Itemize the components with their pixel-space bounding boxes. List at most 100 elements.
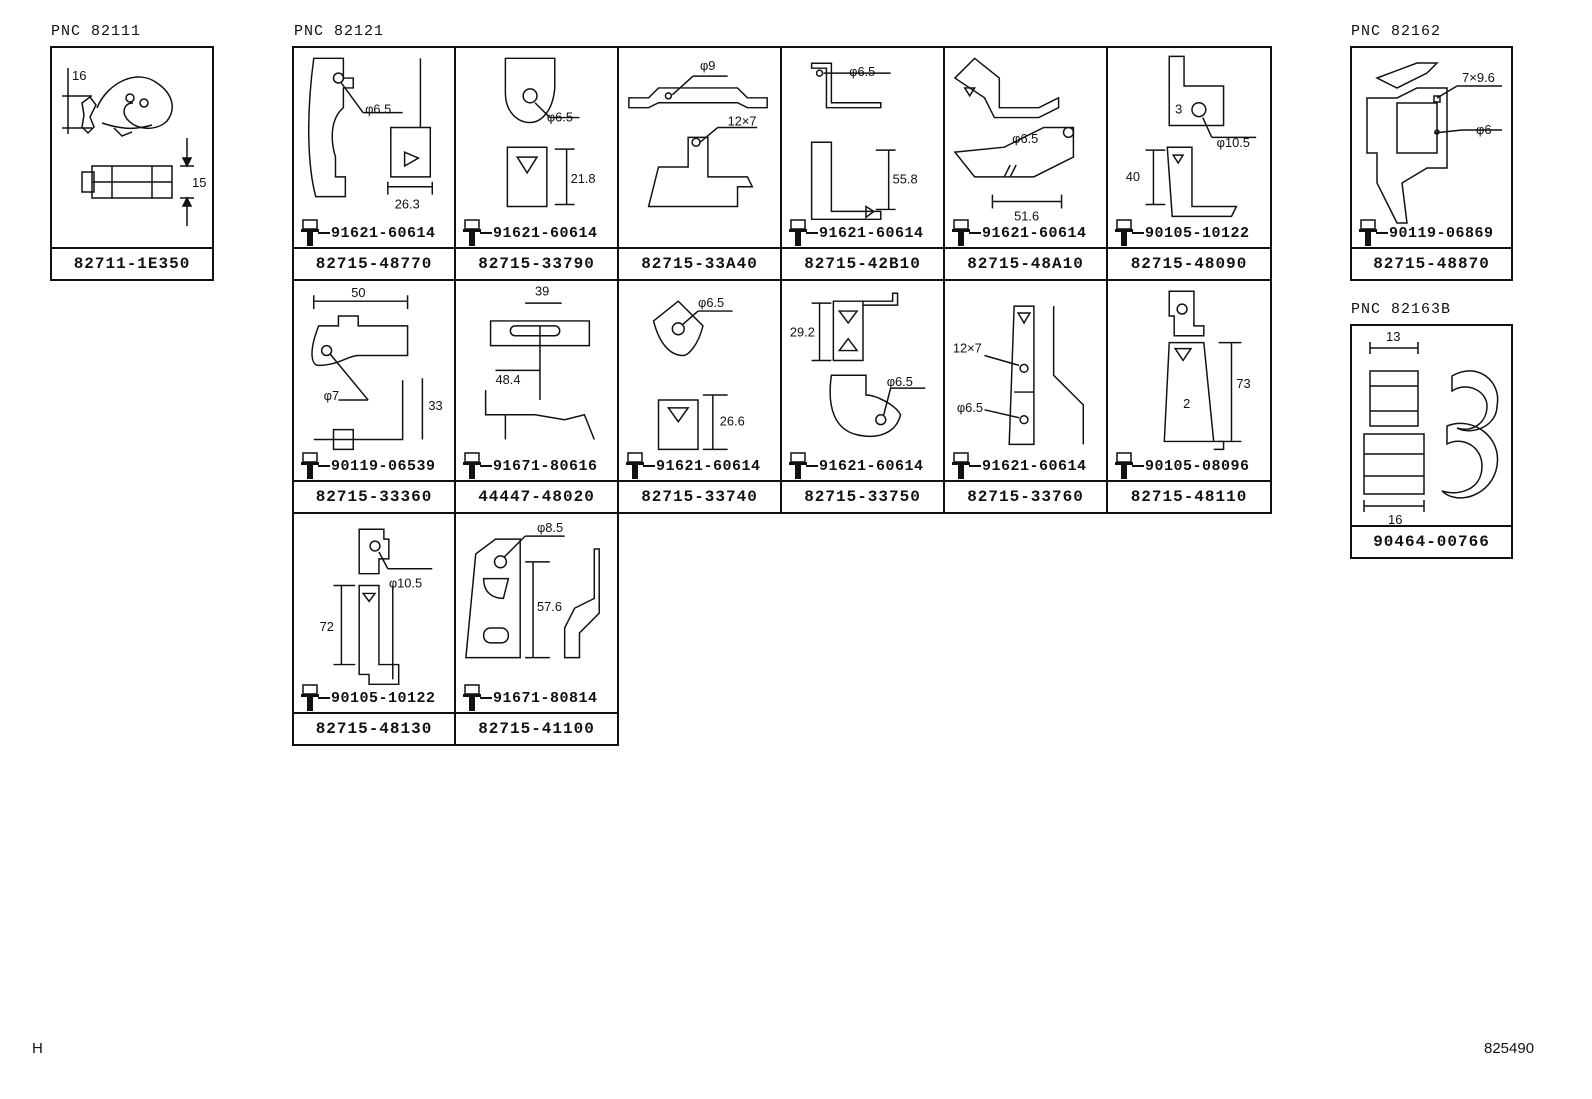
part-number[interactable]: 82715-48130 [294, 712, 454, 744]
bolt-callout: 91671-80814 [462, 684, 598, 712]
bolt-callout: 90105-10122 [300, 684, 436, 712]
part-cell[interactable]: φ10.5 72 90105-10122 82715-48130 [294, 514, 456, 746]
part-cell[interactable]: φ6.5 51.6 91621-60614 82715-48A10 [945, 48, 1108, 281]
bracket-diagram: φ6.5 55.8 [810, 62, 918, 221]
part-number[interactable]: 82715-33A40 [619, 247, 780, 279]
dim-label: φ10.5 [389, 576, 422, 591]
part-number[interactable]: 82715-33360 [294, 480, 454, 512]
part-number[interactable]: 82715-48770 [294, 247, 454, 279]
dim-label: 57.6 [537, 599, 562, 614]
bolt-callout: 91621-60614 [625, 452, 761, 480]
dim-label: 2 [1183, 396, 1190, 411]
part-cell[interactable]: 39 48.4 91671-80616 44447-48020 [456, 281, 619, 514]
bracket-diagram: φ6.5 21.8 [504, 57, 596, 208]
part-number[interactable]: 82715-41100 [456, 712, 617, 744]
bolt-part-number[interactable]: 90119-06539 [331, 457, 436, 475]
bolt-icon [463, 452, 481, 479]
part-number[interactable]: 82715-48A10 [945, 247, 1106, 279]
part-number[interactable]: 82715-48870 [1352, 247, 1511, 279]
bolt-icon [789, 452, 807, 479]
part-number[interactable]: 90464-00766 [1352, 525, 1511, 557]
part-cell[interactable]: 2 73 90105-08096 82715-48110 [1108, 281, 1272, 514]
dim-label: 50 [351, 285, 365, 300]
part-number[interactable]: 82715-33750 [782, 480, 943, 512]
group-82163b: 13 16 90464-00766 [1350, 324, 1513, 559]
bolt-callout: 90105-10122 [1114, 219, 1250, 247]
bolt-icon [463, 219, 481, 246]
leader-line [318, 232, 330, 234]
bolt-callout: 91621-60614 [788, 219, 924, 247]
pnc-label-82111: PNC 82111 [51, 23, 142, 40]
leader-line [969, 465, 981, 467]
bolt-part-number[interactable]: 91621-60614 [331, 224, 436, 242]
leader-line [480, 232, 492, 234]
dim-label: φ6.5 [1012, 131, 1038, 146]
bolt-callout: 90119-06869 [1358, 219, 1494, 247]
part-cell[interactable]: 13 16 90464-00766 [1352, 326, 1511, 557]
part-cell[interactable]: 12×7 φ6.5 91621-60614 82715-33760 [945, 281, 1108, 514]
bolt-part-number[interactable]: 91671-80616 [493, 457, 598, 475]
bolt-callout: 91621-60614 [951, 452, 1087, 480]
leader-line [318, 697, 330, 699]
leader-line [318, 465, 330, 467]
bolt-part-number[interactable]: 91621-60614 [982, 224, 1087, 242]
part-cell[interactable]: φ6.5 26.3 91621-60614 82715-48770 [294, 48, 456, 281]
bolt-part-number[interactable]: 90105-10122 [1145, 224, 1250, 242]
grid-frame [292, 512, 619, 746]
bolt-part-number[interactable]: 91621-60614 [656, 457, 761, 475]
part-number[interactable]: 44447-48020 [456, 480, 617, 512]
part-number[interactable]: 82715-48090 [1108, 247, 1270, 279]
bolt-icon [952, 219, 970, 246]
part-cell[interactable]: 16 15 82711-1E350 [52, 48, 212, 279]
bolt-part-number[interactable]: 91621-60614 [982, 457, 1087, 475]
bolt-part-number[interactable]: 90105-08096 [1145, 457, 1250, 475]
part-cell[interactable]: φ6.5 55.8 91621-60614 82715-42B10 [782, 48, 945, 281]
part-cell[interactable]: φ6.5 26.6 91621-60614 82715-33740 [619, 281, 782, 514]
sheet-code: H [32, 1040, 43, 1057]
dim-label: 48.4 [496, 372, 521, 387]
part-number[interactable]: 82715-33760 [945, 480, 1106, 512]
part-number[interactable]: 82715-33790 [456, 247, 617, 279]
leader-line [806, 232, 818, 234]
part-cell[interactable]: 29.2 φ6.5 91621-60614 82715-33750 [782, 281, 945, 514]
part-number[interactable]: 82711-1E350 [52, 247, 212, 279]
bolt-part-number[interactable]: 91621-60614 [819, 457, 924, 475]
bolt-icon [301, 452, 319, 479]
bolt-part-number[interactable]: 91621-60614 [819, 224, 924, 242]
part-cell[interactable]: 50 φ7 33 90119-06539 82715-33360 [294, 281, 456, 514]
dim-label: 12×7 [728, 113, 757, 128]
part-cell[interactable]: φ6.5 21.8 91621-60614 82715-33790 [456, 48, 619, 281]
dim-label: 7×9.6 [1462, 70, 1495, 85]
bolt-part-number[interactable]: 91621-60614 [493, 224, 598, 242]
leader-line [480, 697, 492, 699]
part-cell[interactable]: 7×9.6 φ6 90119-06869 82715-48870 [1352, 48, 1511, 279]
pnc-label-82162: PNC 82162 [1351, 23, 1442, 40]
dim-label: φ6.5 [365, 102, 391, 117]
bolt-part-number[interactable]: 91671-80814 [493, 689, 598, 707]
group-82162: 7×9.6 φ6 90119-06869 82715-48870 [1350, 46, 1513, 281]
bolt-icon [463, 684, 481, 711]
leader-line [1132, 465, 1144, 467]
leader-line [480, 465, 492, 467]
dim-label: φ6.5 [957, 400, 983, 415]
dim-label: 26.6 [720, 414, 745, 429]
bolt-part-number[interactable]: 90105-10122 [331, 689, 436, 707]
bolt-icon [1115, 219, 1133, 246]
leader-line [1132, 232, 1144, 234]
part-number[interactable]: 82715-42B10 [782, 247, 943, 279]
group-82121: φ6.5 26.3 91621-60614 82715-48770 φ6.5 2… [292, 46, 1272, 746]
pnc-label-82121: PNC 82121 [294, 23, 385, 40]
part-number[interactable]: 82715-33740 [619, 480, 780, 512]
bolt-callout: 91621-60614 [462, 219, 598, 247]
part-cell[interactable]: φ9 12×7 82715-33A40 [619, 48, 782, 281]
part-cell[interactable]: φ8.5 57.6 91671-80814 82715-41100 [456, 514, 619, 746]
dim-label: 33 [428, 398, 442, 413]
part-cell[interactable]: 3 φ10.5 40 90105-10122 82715-48090 [1108, 48, 1272, 281]
bolt-part-number[interactable]: 90119-06869 [1389, 224, 1494, 242]
dim-label: φ6.5 [547, 110, 573, 125]
bracket-diagram: φ10.5 72 [320, 528, 433, 686]
part-number[interactable]: 82715-48110 [1108, 480, 1270, 512]
pnc-label-82163b: PNC 82163B [1351, 301, 1452, 318]
bolt-callout: 91621-60614 [951, 219, 1087, 247]
dim-label: φ8.5 [537, 520, 563, 535]
